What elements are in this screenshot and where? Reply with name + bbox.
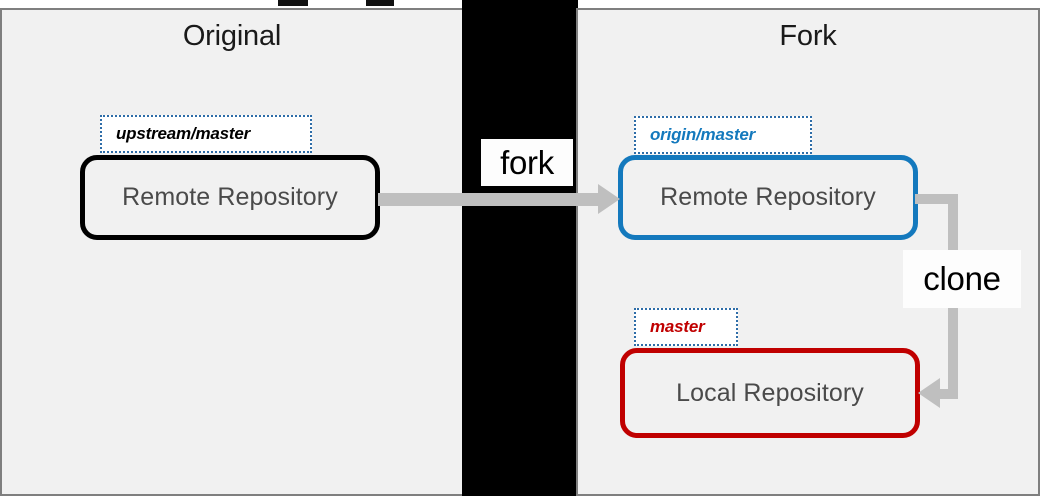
panel-original bbox=[0, 8, 464, 496]
repo-box-upstream-remote[interactable]: Remote Repository bbox=[80, 155, 380, 240]
fork-arrow-shaft bbox=[378, 193, 600, 206]
clone-arrow-shaft-horizontal-bottom bbox=[930, 389, 958, 399]
branch-tag-master: master bbox=[634, 308, 738, 346]
branch-tag-origin-master: origin/master bbox=[634, 116, 812, 154]
panel-divider-strip bbox=[462, 0, 578, 496]
branch-tag-upstream-master-label: upstream/master bbox=[116, 124, 251, 143]
branch-tag-master-label: master bbox=[650, 317, 705, 336]
operation-label-clone: clone bbox=[903, 250, 1021, 308]
panel-title-original: Original bbox=[182, 20, 282, 52]
clone-arrow-shaft-horizontal-top bbox=[915, 194, 958, 204]
repo-box-origin-remote-label: Remote Repository bbox=[660, 183, 876, 211]
operation-label-fork: fork bbox=[481, 139, 573, 186]
branch-tag-upstream-master: upstream/master bbox=[100, 115, 312, 153]
branch-tag-origin-master-label: origin/master bbox=[650, 125, 756, 144]
clipped-title-fragment-right bbox=[366, 0, 394, 6]
repo-box-local-label: Local Repository bbox=[676, 378, 864, 407]
repo-box-origin-remote[interactable]: Remote Repository bbox=[618, 155, 918, 240]
repo-box-local[interactable]: Local Repository bbox=[620, 348, 920, 438]
fork-arrow-head-icon bbox=[598, 184, 620, 214]
clone-arrow-head-icon bbox=[918, 378, 940, 408]
panel-title-fork: Fork bbox=[779, 20, 837, 52]
clipped-title-fragment-left bbox=[278, 0, 308, 6]
repo-box-upstream-remote-label: Remote Repository bbox=[122, 183, 338, 211]
